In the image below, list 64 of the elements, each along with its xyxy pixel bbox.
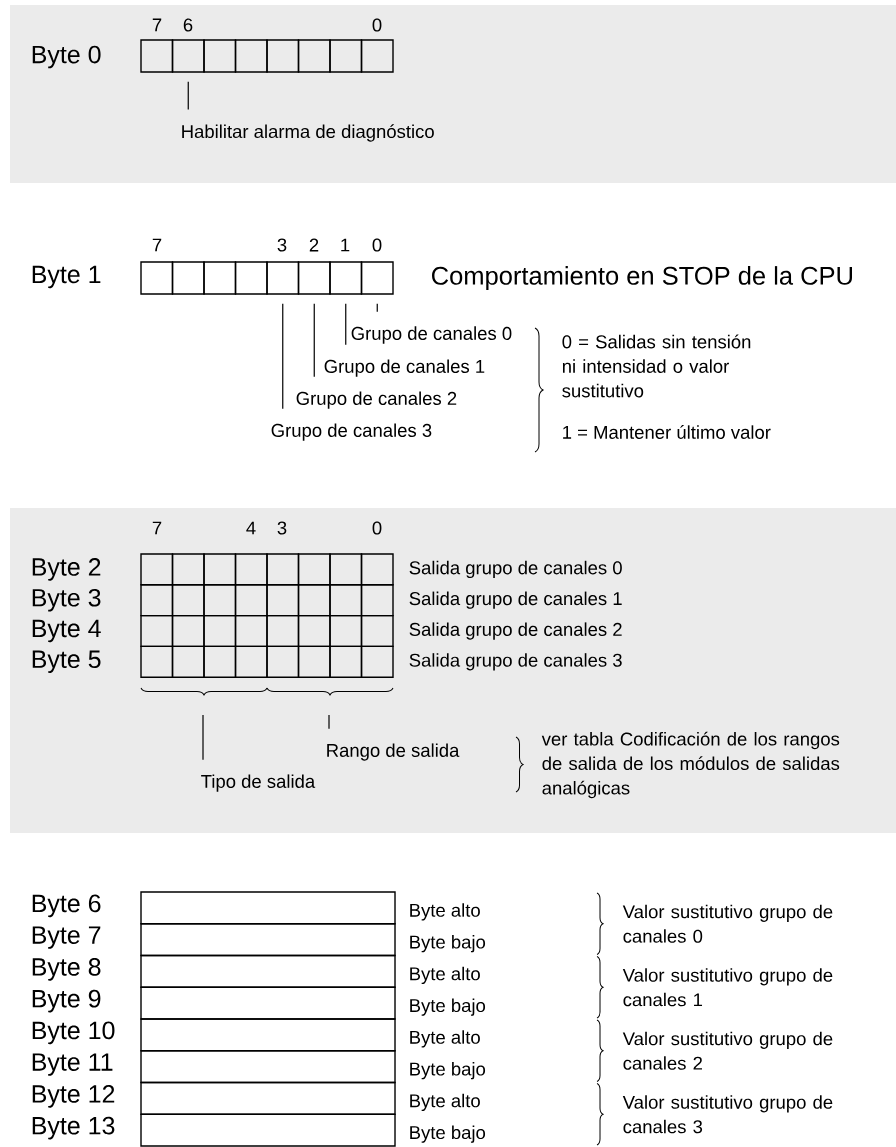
leader-line (376, 303, 378, 313)
bit-number: 4 (246, 521, 256, 535)
bit-cell (329, 261, 363, 295)
byte-label: Byte 12 (32, 1085, 115, 1108)
bit-number: 3 (277, 238, 287, 252)
byte-label: Byte 8 (32, 958, 101, 981)
byte-label: Byte 5 (32, 650, 101, 673)
bit-number: 0 (372, 18, 382, 32)
description-text: Habilitar alarma de diagnóstico (182, 124, 434, 142)
description-text: Grupo de canales 1 (324, 359, 485, 377)
byte-half-label: Byte alto (410, 903, 480, 921)
description-text: Grupo de canales 3 (271, 423, 432, 441)
leader-line (187, 81, 189, 111)
leader-line (202, 714, 204, 761)
heading-text: Comportamiento en STOP de la CPU (432, 266, 852, 290)
note-text: 1 = Mantener último valor (563, 425, 771, 439)
description-text: Grupo de canales 2 (296, 391, 457, 409)
note-text: ver tabla Codificación de los rangos de salida de los módulos de salidas analógicas (541, 731, 840, 799)
description-text: Salida grupo de canales 0 (409, 560, 622, 579)
bit-cell (297, 261, 331, 295)
bit-cell (360, 261, 394, 295)
bit-number: 7 (152, 238, 162, 252)
byte-half-label: Byte bajo (410, 935, 486, 953)
description-text: Rango de salida (327, 743, 460, 761)
description-text: Valor sustitutivo grupo de canales 0 (622, 904, 833, 943)
byte-label: Byte 7 (32, 926, 101, 949)
description-text: Tipo de salida (201, 774, 316, 792)
leader-line (313, 303, 315, 378)
bit-number: 2 (309, 238, 319, 252)
byte-label: Byte 6 (32, 894, 101, 918)
leader-line (345, 303, 347, 346)
byte-half-label: Byte bajo (410, 1125, 486, 1143)
byte-label: Byte 1 (32, 265, 101, 289)
byte-label: Byte 10 (32, 1021, 115, 1045)
byte-half-label: Byte alto (410, 1030, 480, 1048)
bit-number: 1 (341, 238, 350, 252)
description-text: Salida grupo de canales 2 (409, 622, 622, 640)
byte-half-label: Byte bajo (410, 1062, 486, 1080)
description-text: Salida grupo de canales 3 (409, 653, 622, 671)
byte-label: Byte 11 (32, 1053, 113, 1076)
byte-label: Byte 13 (32, 1116, 115, 1140)
byte-label: Byte 4 (32, 619, 101, 643)
bit-cell (266, 261, 300, 295)
bit-number: 3 (277, 521, 287, 535)
byte-label: Byte 2 (32, 558, 101, 581)
bit-number: 7 (152, 18, 162, 32)
bit-number: 0 (372, 521, 382, 535)
bit-cell (171, 39, 205, 73)
description-text: Valor sustitutivo grupo de canales 1 (622, 968, 833, 1007)
byte-half-label: Byte alto (410, 1093, 480, 1111)
leader-line (282, 303, 284, 410)
byte-label: Byte 0 (32, 45, 101, 69)
bit-number: 7 (152, 521, 162, 535)
description-text: Valor sustitutivo grupo de canales 2 (622, 1031, 833, 1070)
byte-half-label: Byte bajo (410, 998, 486, 1016)
byte-label: Byte 9 (32, 989, 101, 1013)
description-text: Salida grupo de canales 1 (409, 591, 622, 609)
note-text: 0 = Salidas sin tensión ni intensidad o valor sustitutivo (562, 334, 751, 398)
description-text: Valor sustitutivo grupo de canales 3 (622, 1095, 833, 1134)
bit-number: 0 (372, 238, 382, 252)
description-text: Grupo de canales 0 (351, 326, 512, 344)
leader-line (328, 714, 330, 730)
byte-half-label: Byte alto (410, 966, 480, 984)
byte-label: Byte 3 (32, 588, 101, 612)
